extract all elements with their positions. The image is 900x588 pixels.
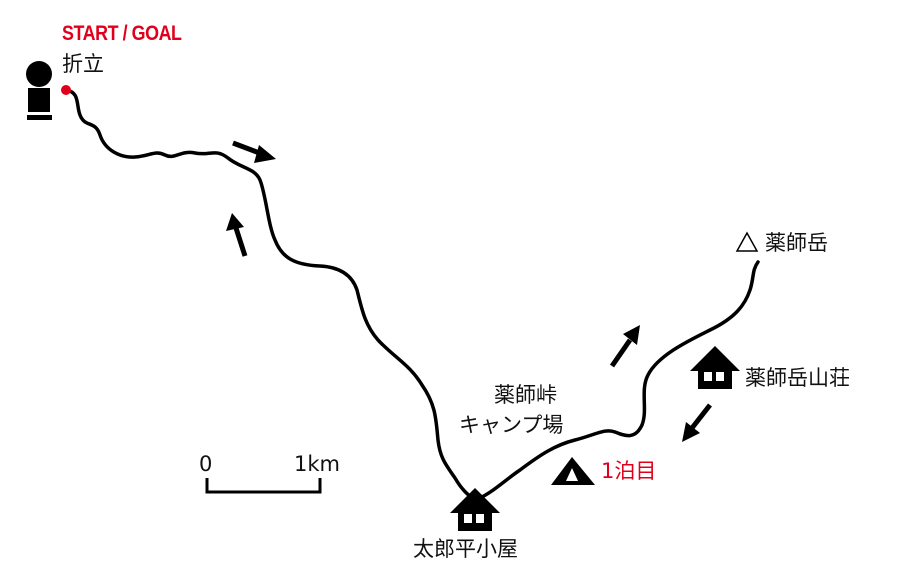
direction-arrow-icon xyxy=(609,325,640,368)
scale-zero-label: 0 xyxy=(199,452,213,476)
campsite-tent-icon xyxy=(551,457,595,485)
scale-bar xyxy=(205,478,322,494)
scale-1km-label: 1km xyxy=(294,452,340,476)
trailhead-label: 折立 xyxy=(62,52,104,76)
lower-hut-label: 太郎平小屋 xyxy=(413,537,518,561)
summit-hut-label: 薬師岳山荘 xyxy=(745,366,850,390)
mountain-hut-icon xyxy=(690,346,740,389)
campsite-label-line1: 薬師峠 xyxy=(494,383,557,407)
direction-arrow-icon xyxy=(232,140,276,163)
summit-label: 薬師岳 xyxy=(765,231,828,255)
first-night-label: 1泊目 xyxy=(601,459,657,483)
mountain-hut-icon xyxy=(450,488,500,531)
person-icon xyxy=(26,61,52,120)
direction-arrow-icon xyxy=(682,403,712,442)
direction-arrow-icon xyxy=(226,213,248,257)
start-point-marker xyxy=(61,85,71,95)
trail-line xyxy=(64,88,760,502)
campsite-label-line2: キャンプ場 xyxy=(459,413,564,437)
summit-triangle-icon xyxy=(735,231,759,252)
start-goal-label: START / GOAL xyxy=(62,22,182,45)
